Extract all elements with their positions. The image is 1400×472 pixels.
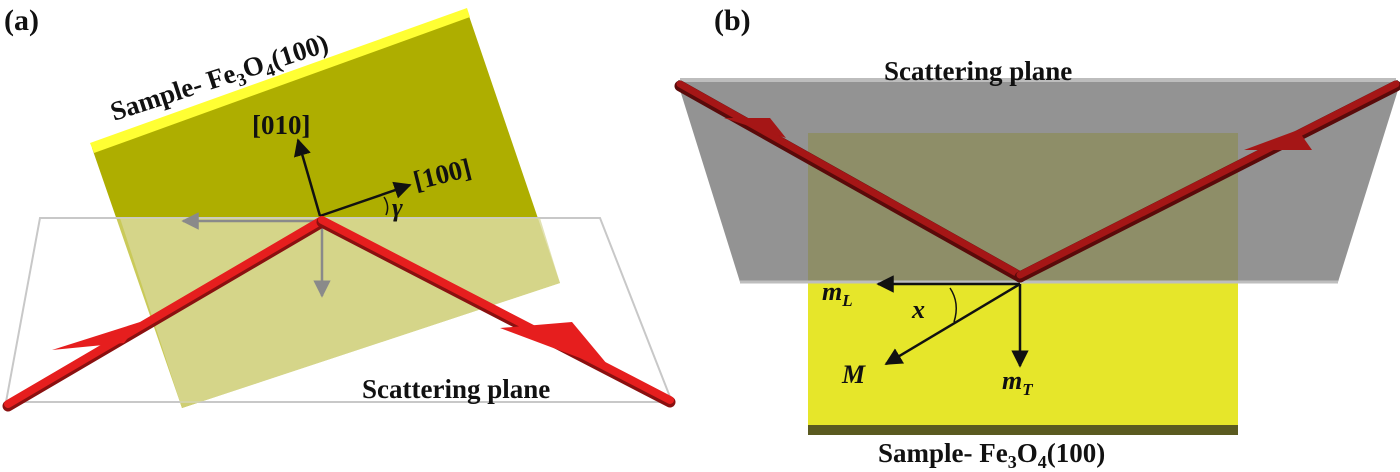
scattering-plane-label-b: Scattering plane <box>884 56 1072 86</box>
scattering-plane-label-a: Scattering plane <box>362 374 550 404</box>
axis-010-label: [010] <box>252 110 310 140</box>
panel-b-tag: (b) <box>714 4 751 37</box>
gamma-label: γ <box>392 193 403 222</box>
beam-b <box>674 80 1400 283</box>
x-angle-arc <box>949 287 957 323</box>
M-arrow <box>884 282 1021 366</box>
beam-in-arrowhead-b <box>724 118 786 138</box>
gamma-arc <box>383 196 389 216</box>
sample-slab-edge-b <box>808 425 1238 435</box>
beam-out-arrowhead-a <box>500 322 612 370</box>
M-label: M <box>841 360 866 389</box>
scattering-plane-b <box>678 80 1398 282</box>
axis-010-arrow <box>293 138 322 217</box>
x-angle-label: x <box>911 295 925 324</box>
beam-a <box>2 216 676 412</box>
sample-slab-lower-a <box>120 218 560 408</box>
axis-100-arrow <box>319 181 412 218</box>
sample-slab-edge-a <box>90 8 470 153</box>
mL-label: mL <box>822 277 853 310</box>
sample-label-b: Sample- Fe3O4(100) <box>878 438 1105 472</box>
mT-label: mT <box>1002 366 1033 399</box>
panel-b: (b) Scattering plane mL x M mT Sample- F… <box>674 4 1400 472</box>
beam-out-arrowhead-b <box>1244 130 1312 150</box>
beam-in-arrowhead-a <box>52 322 140 350</box>
panel-a-tag: (a) <box>4 4 39 37</box>
panel-a: (a) Sample- Fe3O4(100) [010] [100] γ Sca… <box>2 4 676 412</box>
